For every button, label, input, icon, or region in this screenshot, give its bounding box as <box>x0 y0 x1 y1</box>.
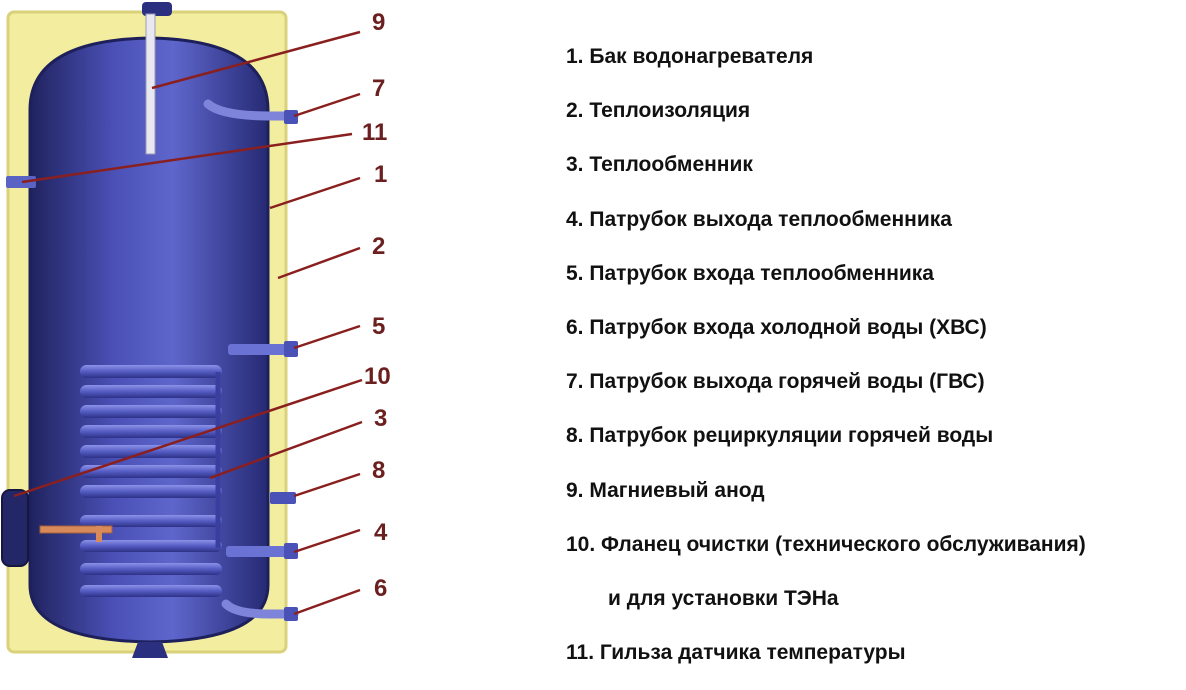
callout-7: 7 <box>372 75 385 102</box>
legend-item-4: 4. Патрубок выхода теплообменника <box>566 207 952 231</box>
magnesium-anode <box>145 13 156 155</box>
water-heater-diagram: 9 7 11 1 2 5 10 3 8 4 6 <box>1 2 391 658</box>
callout-5: 5 <box>372 313 385 340</box>
legend-item-1: 1. Бак водонагревателя <box>566 45 814 68</box>
leader-line-11 <box>21 132 353 184</box>
legend-item-2: 2. Теплоизоляция <box>566 99 751 123</box>
callout-6: 6 <box>374 575 387 602</box>
leader-line-1 <box>269 176 361 210</box>
exchanger-outlet-pipe <box>226 546 294 557</box>
legend-item-9: 9. Магниевый анод <box>566 478 765 502</box>
callout-9: 9 <box>372 9 385 36</box>
legend-item-7: 7. Патрубок выхода горячей воды (ГВС) <box>566 370 985 394</box>
callout-10: 10 <box>364 363 391 390</box>
bottom-foot <box>132 642 168 658</box>
leader-line-8 <box>293 472 361 498</box>
leader-line-9 <box>151 30 361 90</box>
callout-8: 8 <box>372 457 385 484</box>
exchanger-inlet-pipe <box>228 344 294 355</box>
heat-exchanger-coil <box>80 365 222 597</box>
cold-water-inlet-pipe <box>221 599 299 619</box>
legend-item-6: 6. Патрубок входа холодной воды (ХВС) <box>566 315 987 339</box>
legend-list: 1. Бак водонагревателя 2. Теплоизоляция … <box>566 40 1086 690</box>
leader-line-2 <box>277 246 361 280</box>
service-flange <box>1 489 29 567</box>
heating-element-bracket <box>96 526 102 542</box>
leader-line-3 <box>209 420 363 480</box>
leader-line-6 <box>293 588 361 616</box>
legend-item-5: 5. Патрубок входа теплообменника <box>566 261 934 285</box>
recirculation-nozzle <box>270 492 296 504</box>
legend-item-11: 11. Гильза датчика температуры <box>566 641 906 665</box>
sensor-sleeve <box>6 176 36 188</box>
heating-element <box>39 525 113 534</box>
legend-item-10-continued: и для установки ТЭНа <box>608 586 839 610</box>
legend-item-8: 8. Патрубок рециркуляции горячей воды <box>566 424 994 448</box>
leader-line-5 <box>293 324 361 350</box>
hot-water-outlet-nozzle <box>284 110 298 124</box>
exchanger-outlet-nozzle <box>284 543 298 559</box>
callout-1: 1 <box>374 161 387 188</box>
top-cap <box>142 2 172 16</box>
cold-water-inlet-nozzle <box>284 607 298 621</box>
leader-line-10 <box>13 378 363 498</box>
legend-item-10: 10. Фланец очистки (технического обслужи… <box>566 532 1086 556</box>
callout-11: 11 <box>362 119 387 146</box>
callout-4: 4 <box>374 519 388 546</box>
exchanger-inlet-nozzle <box>284 341 298 357</box>
leader-line-7 <box>293 92 361 118</box>
leader-line-4 <box>293 528 361 554</box>
hot-water-outlet-pipe <box>203 99 299 121</box>
legend-item-3: 3. Теплообменник <box>566 153 753 177</box>
callout-2: 2 <box>372 233 385 260</box>
callout-3: 3 <box>374 405 387 432</box>
